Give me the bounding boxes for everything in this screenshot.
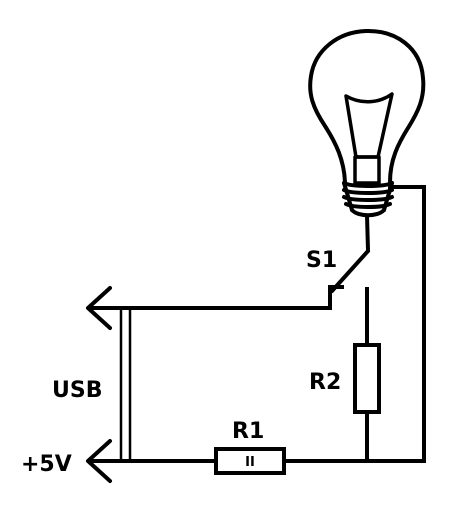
- bulb-neck: [353, 155, 381, 185]
- label-r1: R1: [232, 419, 264, 444]
- wires: [88, 185, 426, 463]
- connector-arrow-icon: [86, 286, 112, 483]
- bulb-base-ring-3: [342, 195, 394, 202]
- wire-bulb-right-rail: [388, 185, 426, 463]
- bulb-base-left: [342, 181, 354, 212]
- bulb-filament: [344, 92, 394, 159]
- s1-lever: [330, 249, 370, 293]
- wire-bulb-to-s1: [364, 213, 371, 253]
- label-usb: USB: [52, 378, 102, 403]
- label-s1: S1: [306, 248, 337, 273]
- arrow-top: [86, 286, 112, 330]
- arrow-bottom: [86, 439, 112, 483]
- bulb-glass: [308, 28, 426, 184]
- light-bulb-icon: [308, 28, 426, 218]
- usb-cable: [119, 308, 132, 461]
- bulb-base-ring-1: [342, 181, 394, 188]
- resistor-r1: [214, 447, 286, 475]
- resistor-r1-marking: II: [245, 455, 255, 470]
- bulb-base-ring-2: [342, 188, 394, 195]
- label-r2: R2: [309, 370, 341, 395]
- s1-contact: [328, 285, 344, 308]
- label-plus5v: +5V: [21, 452, 72, 477]
- resistor-r2: [353, 343, 381, 414]
